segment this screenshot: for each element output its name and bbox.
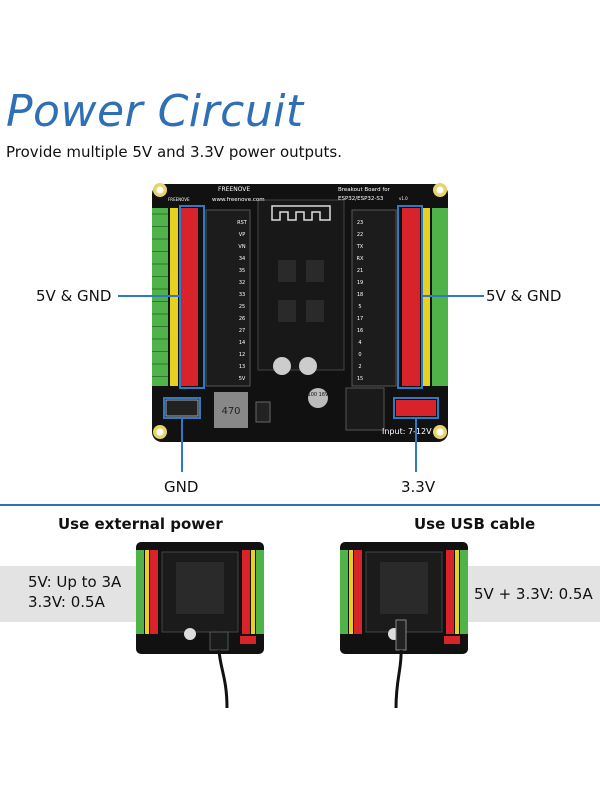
left-pin-labels-pin: 12	[239, 352, 245, 358]
inductor	[214, 392, 248, 428]
right-pin-labels-pin: 16	[357, 328, 363, 334]
page-title: Power Circuit	[6, 86, 304, 137]
right-pin-labels-pin: 18	[357, 292, 363, 298]
inductor-label: 470	[221, 406, 240, 417]
right-pin-labels-pin: 15	[357, 376, 363, 382]
page-subtitle: Provide multiple 5V and 3.3V power outpu…	[6, 143, 343, 161]
left-pin-labels-pin: 35	[239, 268, 245, 274]
right-pin-labels-pin: 4	[358, 340, 361, 346]
usb-spec-box: 5V + 3.3V: 0.5A	[456, 566, 600, 622]
input-label: Input: 7-12V	[382, 427, 432, 436]
board-brand: FREENOVE	[218, 186, 250, 193]
right-pin-labels-pin: 0	[358, 352, 361, 358]
left-pin-labels-pin: 33	[239, 292, 245, 298]
right-pin-labels-pin: 5	[358, 304, 361, 310]
board-version: v1.0	[399, 196, 408, 201]
right-pin-labels-pin: 19	[357, 280, 363, 286]
right-pin-labels-pin: 17	[357, 316, 363, 322]
callout-3v3: 3.3V	[401, 478, 436, 496]
gnd-header	[165, 399, 199, 417]
callout-right-5v-gnd: 5V & GND	[486, 287, 562, 305]
dc-jack	[345, 387, 385, 431]
left-pin-labels-pin: 32	[239, 280, 245, 286]
left-pin-labels-pin: 25	[239, 304, 245, 310]
right-pin-labels-pin: 21	[357, 268, 363, 274]
left-pin-labels-pin: RST	[237, 220, 248, 226]
right-pin-labels-pin: 22	[357, 232, 363, 238]
external-spec-33v: 3.3V: 0.5A	[28, 593, 105, 611]
usb-spec: 5V + 3.3V: 0.5A	[474, 585, 593, 603]
external-spec-5v: 5V: Up to 3A	[28, 573, 122, 591]
right-pin-labels-pin: TX	[356, 244, 364, 250]
board-website: www.freenove.com	[212, 197, 265, 203]
left-pin-labels-pin: VN	[238, 244, 245, 250]
external-power-heading: Use external power	[58, 515, 223, 533]
left-pin-labels-pin: 14	[239, 340, 245, 346]
external-power-board-illustration	[136, 542, 264, 709]
left-pin-labels-pin: 26	[239, 316, 245, 322]
section-divider	[0, 504, 600, 506]
left-pin-labels-pin: 5V	[239, 376, 246, 382]
right-pin-labels-pin: 2	[358, 364, 361, 370]
left-pin-labels-pin: 34	[239, 256, 245, 262]
board-product-1: Breakout Board for	[338, 187, 391, 193]
capacitor-label: 100 16V	[308, 392, 329, 398]
callout-gnd: GND	[164, 478, 199, 496]
breakout-board-illustration: 100 16V FREENOVE www.freenove.com FREENO…	[118, 183, 484, 472]
left-red-header	[180, 208, 198, 386]
left-pin-labels-pin: 27	[239, 328, 245, 334]
usb-cable-heading: Use USB cable	[414, 515, 536, 533]
left-pin-labels-pin: VP	[239, 232, 245, 238]
board-product-2: ESP32/ESP32-S3	[338, 196, 384, 202]
external-power-spec-box: 5V: Up to 3A 3.3V: 0.5A	[0, 566, 150, 622]
right-pin-labels-pin: RX	[357, 256, 364, 262]
callout-left-5v-gnd: 5V & GND	[36, 287, 112, 305]
right-pin-labels-pin: 23	[357, 220, 363, 226]
usb-cable-board-illustration	[340, 542, 468, 709]
v33-header	[396, 400, 436, 416]
left-pin-labels-pin: 13	[239, 364, 245, 370]
right-red-header	[402, 208, 420, 386]
board-brand-small: FREENOVE	[168, 197, 190, 202]
